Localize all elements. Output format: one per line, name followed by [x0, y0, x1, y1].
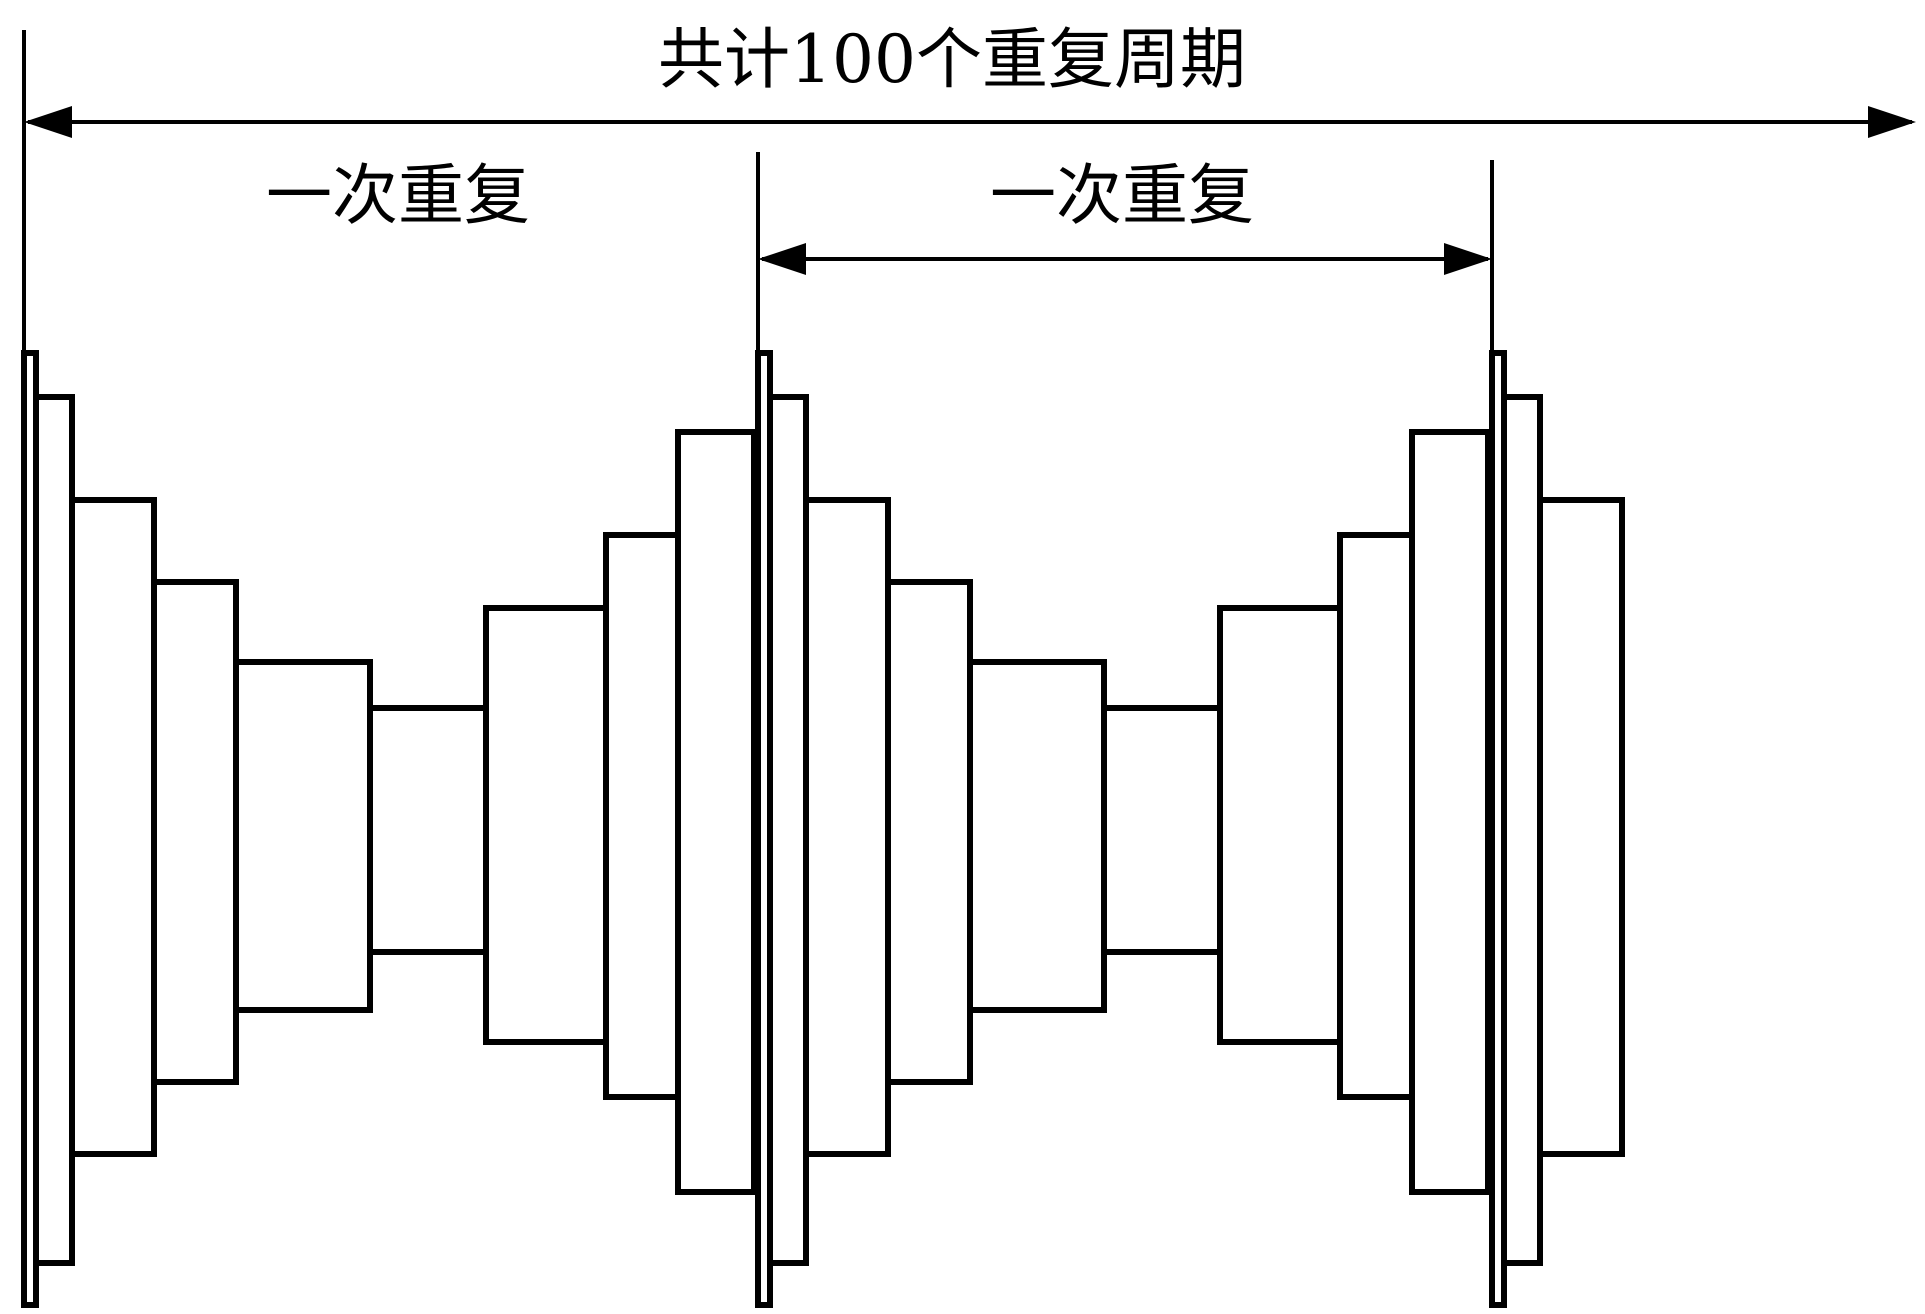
layer-block — [367, 705, 489, 955]
layer-block — [151, 579, 239, 1085]
layer-block — [1217, 605, 1343, 1045]
repeat-label-right: 一次重复 — [990, 157, 1254, 234]
period-2-layers — [755, 350, 1491, 1308]
layer-block — [885, 579, 973, 1085]
layer-block — [603, 532, 681, 1100]
layer-block — [483, 605, 609, 1045]
repeat-label-left: 一次重复 — [266, 157, 530, 234]
layer-block — [1337, 532, 1415, 1100]
layer-block — [967, 659, 1107, 1013]
layer-block — [33, 394, 75, 1266]
layer-block — [1537, 497, 1625, 1157]
layer-block — [69, 497, 157, 1157]
layer-block — [1409, 429, 1491, 1195]
layer-block — [675, 429, 757, 1195]
layer-block — [1101, 705, 1223, 955]
layer-block — [767, 394, 809, 1266]
layer-block — [803, 497, 891, 1157]
total-periods-label: 共计100个重复周期 — [658, 21, 1246, 98]
period-1-layers — [21, 350, 757, 1308]
period-3-layers — [1489, 350, 1625, 1308]
layer-block — [233, 659, 373, 1013]
layer-block — [1501, 394, 1543, 1266]
